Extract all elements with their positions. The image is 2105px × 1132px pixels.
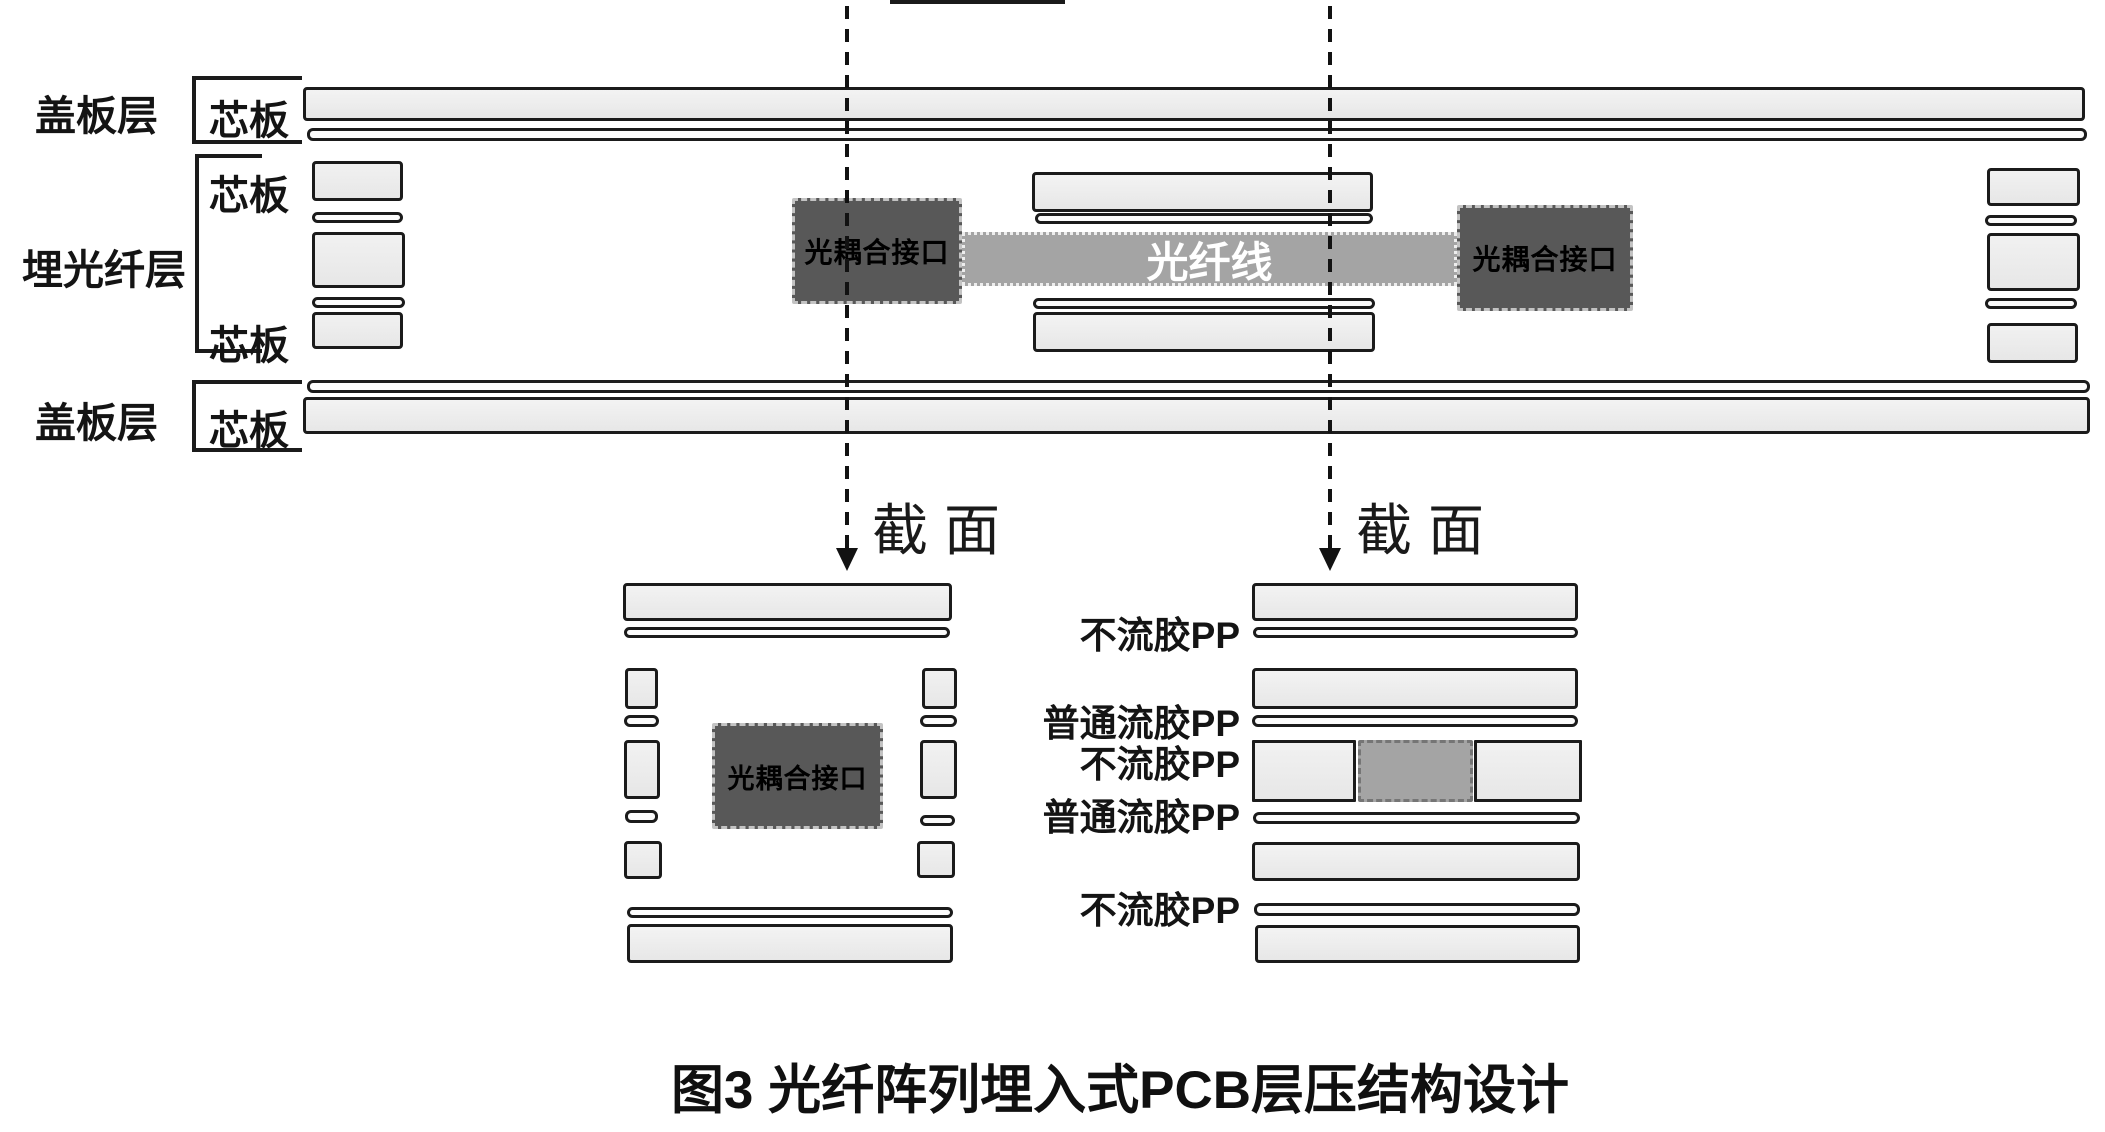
top-edge-line bbox=[890, 0, 1065, 4]
xright-row-fiber-channel bbox=[1358, 740, 1473, 802]
xleft-coupler-box: 光耦合接口 bbox=[712, 723, 883, 829]
coupler-left-box: 光耦合接口 bbox=[792, 198, 962, 304]
xleft-col-left-tall bbox=[624, 740, 660, 799]
xleft-col-left-small-top bbox=[625, 668, 658, 709]
section-cut-line-left bbox=[845, 6, 849, 548]
xright-pp-4 bbox=[1254, 903, 1580, 916]
fiber-layer-core-bottom-label: 芯板 bbox=[209, 324, 289, 368]
coupler-right-box: 光耦合接口 bbox=[1457, 205, 1633, 311]
left-pp-thin-1 bbox=[312, 212, 403, 223]
figure-caption: 图3 光纤阵列埋入式PCB层压结构设计 bbox=[670, 1061, 1570, 1120]
cover-bottom-board-bar bbox=[303, 397, 2090, 434]
xleft-top-board bbox=[623, 583, 952, 621]
pp-label-2: 普通流胶PP bbox=[1042, 703, 1240, 744]
xleft-col-left-thin-1 bbox=[624, 715, 659, 727]
fiber-line-bar: 光纤线 bbox=[962, 232, 1457, 286]
cover-bottom-layer-label: 盖板层 bbox=[35, 400, 158, 446]
xleft-top-pp bbox=[624, 627, 950, 638]
cover-bottom-core-label: 芯板 bbox=[209, 409, 289, 453]
right-pp-thin-2 bbox=[1985, 298, 2077, 309]
xright-pp-3 bbox=[1253, 812, 1580, 824]
xleft-coupler-label: 光耦合接口 bbox=[727, 763, 868, 794]
xleft-col-right-thin-1 bbox=[920, 715, 957, 727]
cover-bottom-core-bracket bbox=[192, 380, 302, 452]
pp-label-3: 不流胶PP bbox=[1079, 744, 1240, 785]
left-pp-thin-2 bbox=[312, 297, 405, 308]
xleft-col-left-thin-2 bbox=[625, 810, 658, 823]
fiber-layer-bracket bbox=[195, 154, 262, 353]
section-cut-arrow-left bbox=[836, 548, 858, 571]
xleft-col-right-thin-2 bbox=[920, 815, 955, 826]
xright-board-4 bbox=[1255, 925, 1580, 963]
right-pp-thin-1 bbox=[1985, 215, 2077, 226]
left-board-small-top bbox=[312, 161, 403, 201]
middle-bottom-board-bar bbox=[1033, 312, 1375, 352]
xright-row-right-board bbox=[1474, 740, 1582, 802]
xright-board-3 bbox=[1252, 842, 1580, 881]
xright-pp-2 bbox=[1252, 715, 1578, 727]
fiber-layer-core-top-label: 芯板 bbox=[209, 174, 289, 218]
xright-row-left-board bbox=[1252, 740, 1356, 802]
middle-top-pp-bar bbox=[1035, 213, 1373, 224]
middle-bottom-pp-bar bbox=[1033, 298, 1375, 309]
coupler-right-label: 光耦合接口 bbox=[1472, 244, 1618, 275]
cover-top-board-bar bbox=[303, 87, 2085, 121]
coupler-left-label: 光耦合接口 bbox=[804, 237, 950, 268]
cover-bottom-pp-bar bbox=[307, 380, 2090, 393]
section-label-left: 截面 bbox=[872, 501, 1016, 563]
middle-top-board-bar bbox=[1032, 172, 1373, 212]
pp-label-1: 不流胶PP bbox=[1079, 615, 1240, 656]
right-board-small-top bbox=[1987, 168, 2080, 206]
xleft-col-right-small-bottom bbox=[917, 841, 955, 878]
cover-top-core-label: 芯板 bbox=[209, 99, 289, 143]
xleft-col-right-tall bbox=[920, 740, 957, 799]
fiber-line-label: 光纤线 bbox=[1146, 238, 1273, 286]
pp-label-4: 普通流胶PP bbox=[1042, 797, 1240, 838]
pp-label-5: 不流胶PP bbox=[1079, 890, 1240, 931]
cover-top-core-bracket bbox=[192, 76, 302, 144]
xright-pp-1 bbox=[1253, 627, 1578, 638]
xleft-bottom-pp bbox=[627, 907, 953, 918]
xleft-col-left-small-bottom bbox=[624, 841, 662, 879]
xleft-col-right-small-top bbox=[922, 668, 957, 709]
section-cut-arrow-right bbox=[1319, 548, 1341, 571]
left-board-large bbox=[312, 232, 405, 288]
xright-board-1 bbox=[1252, 583, 1578, 621]
cover-top-layer-label: 盖板层 bbox=[35, 93, 158, 139]
fiber-layer-label: 埋光纤层 bbox=[22, 247, 186, 293]
cover-top-pp-bar bbox=[307, 128, 2087, 141]
right-board-small-bottom bbox=[1987, 323, 2078, 363]
section-label-right: 截面 bbox=[1356, 501, 1500, 563]
section-cut-line-right bbox=[1328, 6, 1332, 548]
xright-board-2 bbox=[1252, 668, 1578, 709]
right-board-large bbox=[1987, 233, 2080, 291]
left-board-small-bottom bbox=[312, 312, 403, 349]
xleft-bottom-board bbox=[627, 924, 953, 963]
